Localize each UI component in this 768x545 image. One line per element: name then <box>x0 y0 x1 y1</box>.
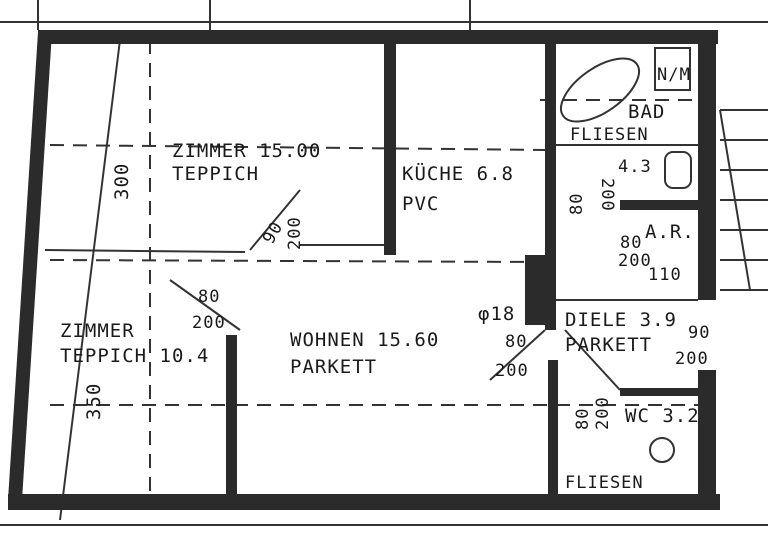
outer-wall-bottom <box>8 494 720 510</box>
chimney-label: φ18 <box>478 303 515 325</box>
ar-door-h: 200 <box>618 251 652 271</box>
ar-name: A.R. <box>645 221 695 243</box>
wall-wc-top <box>620 388 698 396</box>
ar-side-h: 200 <box>597 178 617 212</box>
ar-width: 110 <box>648 265 682 285</box>
bad-area: 4.3 <box>618 157 652 177</box>
kueche-name: KÜCHE 6.8 <box>402 162 514 185</box>
wall-diele-left <box>548 360 558 500</box>
door-swing <box>249 189 301 251</box>
wall-living-left <box>226 335 237 500</box>
wohnen-door-h: 200 <box>495 361 529 381</box>
toilet-icon <box>649 437 675 463</box>
wall-chimney <box>525 255 550 325</box>
zimmer-small-name: ZIMMER <box>60 320 135 342</box>
outer-wall-right <box>698 30 716 300</box>
washing-machine-icon <box>654 47 691 91</box>
door-swing <box>489 329 546 381</box>
kueche-floor: PVC <box>402 193 439 215</box>
wohnen-name: WOHNEN 15.60 <box>290 329 439 351</box>
wc-floor: FLIESEN <box>565 473 644 493</box>
outer-wall-top <box>38 30 718 44</box>
ar-door-w: 80 <box>620 233 642 253</box>
outer-wall-left <box>8 32 52 500</box>
bathtub-icon <box>560 57 640 123</box>
diele-door-w: 90 <box>688 323 710 343</box>
diele-floor: PARKETT <box>565 334 652 356</box>
staircase <box>719 109 768 291</box>
wohnen-door-w: 80 <box>505 332 527 352</box>
zimmer-large-name: ZIMMER 15.00 <box>172 140 321 162</box>
wohnen-door2-h: 200 <box>285 216 305 250</box>
diele-name: DIELE 3.9 <box>565 309 677 331</box>
wall-bath-left <box>545 40 556 330</box>
zimmer-large-dim: 300 <box>111 163 133 200</box>
ar-side-w: 80 <box>567 193 587 215</box>
washing-machine-label: N/M <box>657 65 691 85</box>
outer-wall-right-lower <box>698 370 716 510</box>
wohnen-door2-w: 90 <box>259 218 288 247</box>
zimmer-small-dim: 350 <box>83 383 105 420</box>
walls <box>8 30 720 510</box>
zimmer-small-door-h: 200 <box>192 313 226 333</box>
wc-door-w: 80 <box>573 408 593 430</box>
wc-name: WC 3.2 <box>625 405 700 427</box>
construction-lines <box>0 0 768 526</box>
wc-door-h: 200 <box>593 396 613 430</box>
zimmer-small-floor: TEPPICH 10.4 <box>60 345 209 367</box>
wall-ar-top <box>620 200 698 210</box>
washbasin-icon <box>664 151 692 189</box>
door-swing <box>564 329 621 391</box>
door-swing <box>169 279 241 331</box>
bad-floor: FLIESEN <box>570 125 649 145</box>
fixtures <box>169 47 768 463</box>
room-labels: ZIMMER 15.00 TEPPICH 300 90 200 KÜCHE 6.… <box>60 65 710 493</box>
wall-kitchen-left <box>384 40 396 255</box>
wohnen-floor: PARKETT <box>290 356 377 378</box>
diele-door-h: 200 <box>675 349 709 369</box>
zimmer-small-door-w: 80 <box>198 287 220 307</box>
bad-name: BAD <box>628 101 665 123</box>
zimmer-large-floor: TEPPICH <box>172 163 259 185</box>
